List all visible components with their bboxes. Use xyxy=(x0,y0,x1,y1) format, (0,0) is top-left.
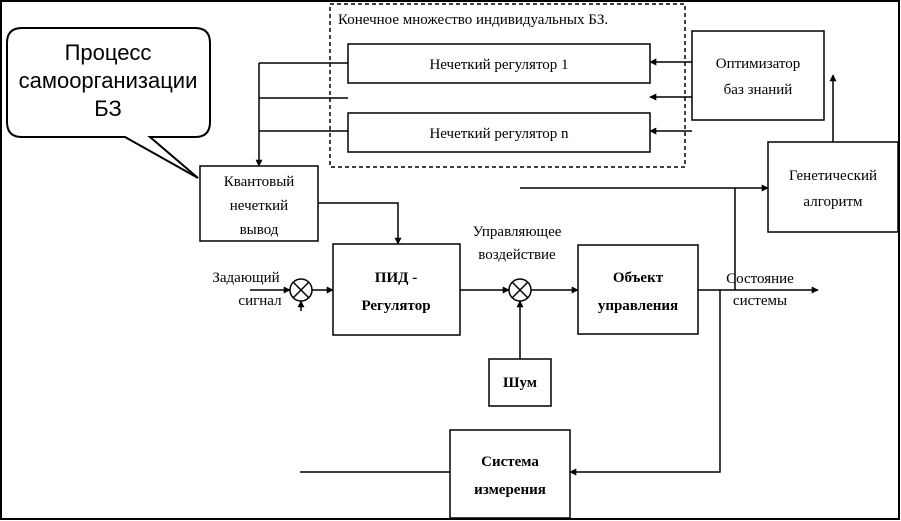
kb-optimizer-line-2: баз знаний xyxy=(724,82,793,98)
noise-label: Шум xyxy=(503,375,537,391)
setpoint-label-1: Задающий xyxy=(212,270,279,286)
pid-regulator-line-1: ПИД - xyxy=(375,270,417,286)
noise-box xyxy=(488,358,552,407)
pid-regulator-box xyxy=(332,243,461,336)
system-state-label-1: Состояние xyxy=(726,271,794,287)
state-to-measurement xyxy=(569,290,721,476)
measurement-system-line-2: измерения xyxy=(474,482,546,498)
control-object-line-2: управления xyxy=(598,298,678,314)
setpoint-summing-junction xyxy=(289,278,313,302)
fuzzy-regulator-n-label: Нечеткий регулятор n xyxy=(429,126,569,142)
fuzzy-regulator-n-box xyxy=(347,112,651,153)
quantum-inference-box xyxy=(199,165,319,242)
kb-optimizer-box xyxy=(691,30,825,121)
quantum-inference-line-2: нечеткий xyxy=(230,198,288,214)
quantum-to-pid xyxy=(318,202,402,245)
measurement-system-box xyxy=(449,429,571,519)
genetic-algorithm-box xyxy=(767,141,899,233)
callout-line-2: самоорганизации xyxy=(19,68,198,93)
callout-line-3: БЗ xyxy=(94,96,121,121)
kb-set-title: Конечное множество индивидуальных БЗ. xyxy=(338,12,608,28)
fuzzy-regulator-1-label: Нечеткий регулятор 1 xyxy=(429,57,568,73)
connections xyxy=(250,58,837,476)
genetic-algorithm-line-2: алгоритм xyxy=(803,194,863,210)
control-summing-junction xyxy=(508,278,532,302)
setpoint-label-2: сигнал xyxy=(238,293,282,309)
control-object-box xyxy=(577,244,699,335)
control-object-line-1: Объект xyxy=(613,270,664,286)
genetic-algorithm-line-1: Генетический xyxy=(789,168,877,184)
measurement-system-line-1: Система xyxy=(481,454,539,470)
system-state-label-2: системы xyxy=(733,293,787,309)
quantum-inference-line-1: Квантовый xyxy=(224,174,295,190)
control-action-label-1: Управляющее xyxy=(473,224,562,240)
kb-optimizer-line-1: Оптимизатор xyxy=(716,56,801,72)
kb-set-container xyxy=(329,3,686,168)
control-action-label-2: воздействие xyxy=(478,247,556,263)
pid-regulator-line-2: Регулятор xyxy=(361,298,430,314)
callout-line-1: Процесс xyxy=(65,40,152,65)
quantum-inference-line-3: вывод xyxy=(240,222,279,238)
self-organization-callout: Процесс самоорганизации БЗ xyxy=(6,27,211,179)
